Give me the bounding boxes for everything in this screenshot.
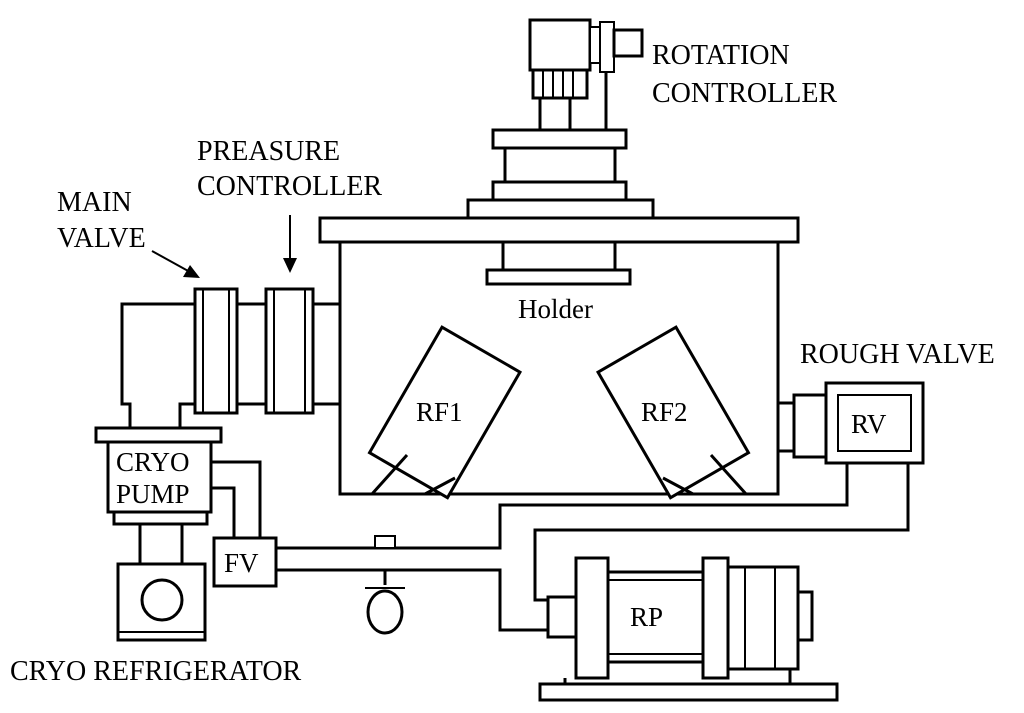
- cryo-elbow: [120, 302, 195, 428]
- rotation-controller: [528, 18, 644, 132]
- feedthrough-stack: [466, 128, 655, 220]
- gauge-icon: [365, 535, 405, 635]
- rf2-label: RF2: [641, 397, 688, 427]
- cryo-line-lower: [211, 486, 236, 538]
- rf2-source: [595, 325, 751, 500]
- cryo-pump: [94, 426, 223, 566]
- main-valve-arrow: [151, 250, 200, 278]
- fore-line-lower: [276, 568, 548, 632]
- cryo-refrigerator-label: CRYO REFRIGERATOR: [10, 656, 302, 687]
- pressure-controller-label-line1: PREASURE: [197, 136, 340, 167]
- main-valve-label-line2: VALVE: [57, 223, 146, 254]
- cryo-pump-label-line1: CRYO: [116, 447, 190, 477]
- rf1-source: [367, 325, 523, 500]
- rotation-controller-label-line1: ROTATION: [652, 40, 790, 71]
- compressor-dial-icon: [140, 578, 184, 622]
- rotation-controller-label-line2: CONTROLLER: [652, 78, 837, 109]
- rv-label: RV: [851, 409, 887, 439]
- pressure-controller-valve: [264, 287, 342, 415]
- main-valve: [193, 287, 239, 415]
- fore-line-upper: [276, 462, 849, 550]
- pressure-controller-label-line2: CONTROLLER: [197, 171, 382, 202]
- rough-valve-label: ROUGH VALVE: [800, 339, 995, 370]
- rough-pump: [538, 556, 839, 702]
- pump-duct: [235, 302, 268, 406]
- holder-label: Holder: [518, 294, 593, 324]
- cryo-pump-label-line2: PUMP: [116, 479, 190, 509]
- rf1-label: RF1: [416, 397, 463, 427]
- fore-valve: [212, 536, 278, 588]
- cryo-refrigerator: [116, 562, 207, 642]
- rough-valve: [776, 381, 925, 465]
- main-valve-label-line1: MAIN: [57, 187, 132, 218]
- rp-label: RP: [630, 602, 663, 632]
- fv-label: FV: [224, 548, 259, 578]
- pressure-controller-arrow: [283, 215, 297, 273]
- rough-line: [533, 440, 910, 602]
- cryo-line-upper: [211, 460, 262, 538]
